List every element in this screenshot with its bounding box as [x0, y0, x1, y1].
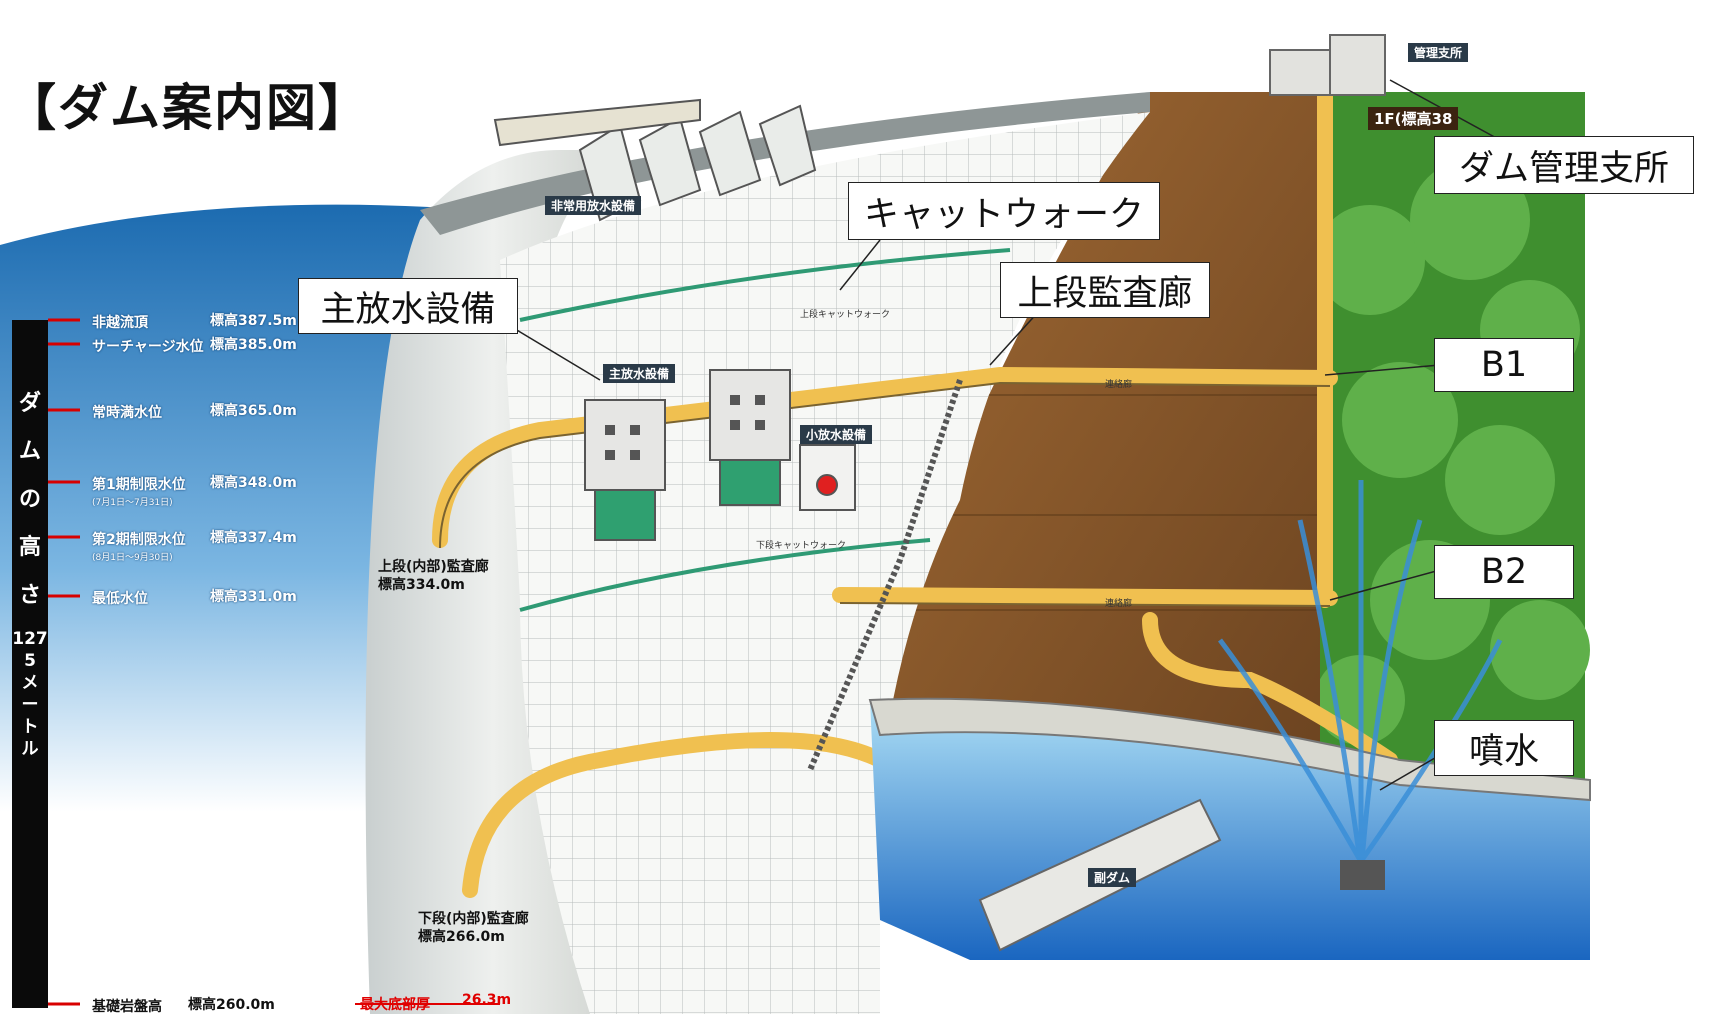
- rock-body: [880, 92, 1320, 800]
- b2-callout: B2: [1434, 545, 1574, 599]
- water-level-name: 第2期制限水位 (8月1日〜9月30日): [92, 532, 186, 563]
- upper-catwalk-label: 上段キャットウォーク: [800, 310, 891, 320]
- water-level-name: 基礎岩盤高: [92, 999, 162, 1015]
- building-windows: [605, 395, 765, 460]
- water-level-elevation: 標高337.4m: [210, 530, 297, 546]
- water-level-name: 非越流頂: [92, 315, 148, 331]
- fountain-callout: 噴水: [1434, 720, 1574, 776]
- office-building: [1269, 34, 1386, 96]
- main-discharge-buildings: [584, 369, 856, 541]
- stilling-wall: [868, 697, 1591, 802]
- upper-gallery-callout: 上段監査廊: [1000, 262, 1210, 318]
- lower-catwalk-label: 下段キャットウォーク: [756, 541, 847, 551]
- management-office-callout: ダム管理支所: [1434, 136, 1694, 194]
- sub-dam-tag: 副ダム: [1088, 868, 1137, 887]
- dam-height-value: 127 5 メ ー ト ル: [12, 629, 48, 759]
- water-level-elevation: 標高385.0m: [210, 337, 297, 353]
- base-thickness-label: 最大底部厚: [360, 997, 430, 1013]
- small-discharge-tag: 小放水設備: [800, 425, 873, 444]
- main-discharge-callout: 主放水設備: [298, 278, 518, 334]
- connector-label: 連絡廊: [1105, 380, 1133, 390]
- water-level-name: 常時満水位: [92, 405, 162, 421]
- water-level-name: サーチャージ水位: [92, 339, 204, 355]
- water-level-elevation: 標高348.0m: [210, 475, 297, 491]
- catwalk-callout: キャットウォーク: [848, 182, 1160, 240]
- dam-height-bar: [12, 320, 48, 1008]
- upper-gallery-label: 上段(内部)監査廊 標高334.0m: [378, 559, 489, 593]
- catwalks: [519, 248, 1011, 612]
- fountain-base: [1340, 860, 1385, 890]
- b1-callout: B1: [1434, 338, 1574, 392]
- dam-height-label: ダ ム の 高 さ: [18, 391, 41, 608]
- base-thickness-value: 26.3m: [462, 992, 512, 1008]
- stairs: [807, 379, 963, 772]
- main-discharge-tag: 主放水設備: [603, 364, 676, 383]
- crest-building: [493, 98, 701, 147]
- water-level-elevation: 標高387.5m: [210, 313, 297, 329]
- floor-1f-tag: 1F(標高38: [1368, 107, 1459, 130]
- office-tag: 管理支所: [1408, 43, 1469, 62]
- water-level-elevation: 標高331.0m: [210, 589, 297, 605]
- water-level-elevation: 標高365.0m: [210, 403, 297, 419]
- connector-label: 連絡廊: [1105, 599, 1133, 609]
- emergency-discharge-tag: 非常用放水設備: [545, 196, 642, 215]
- page-title: 【ダム案内図】: [6, 79, 370, 137]
- water-level-name: 最低水位: [92, 591, 148, 607]
- lower-gallery-label: 下段(内部)監査廊 標高266.0m: [418, 911, 529, 945]
- dam-face: [500, 112, 1150, 1014]
- water-level-name: 第1期制限水位 (7月1日〜7月31日): [92, 477, 186, 508]
- galleries: [432, 84, 1398, 898]
- water-level-elevation: 標高260.0m: [188, 997, 275, 1013]
- reservoir: [0, 204, 480, 1014]
- gallery-edges: [439, 381, 1331, 607]
- rock-strata: [890, 394, 1320, 611]
- dam-crest-road: [420, 92, 1150, 235]
